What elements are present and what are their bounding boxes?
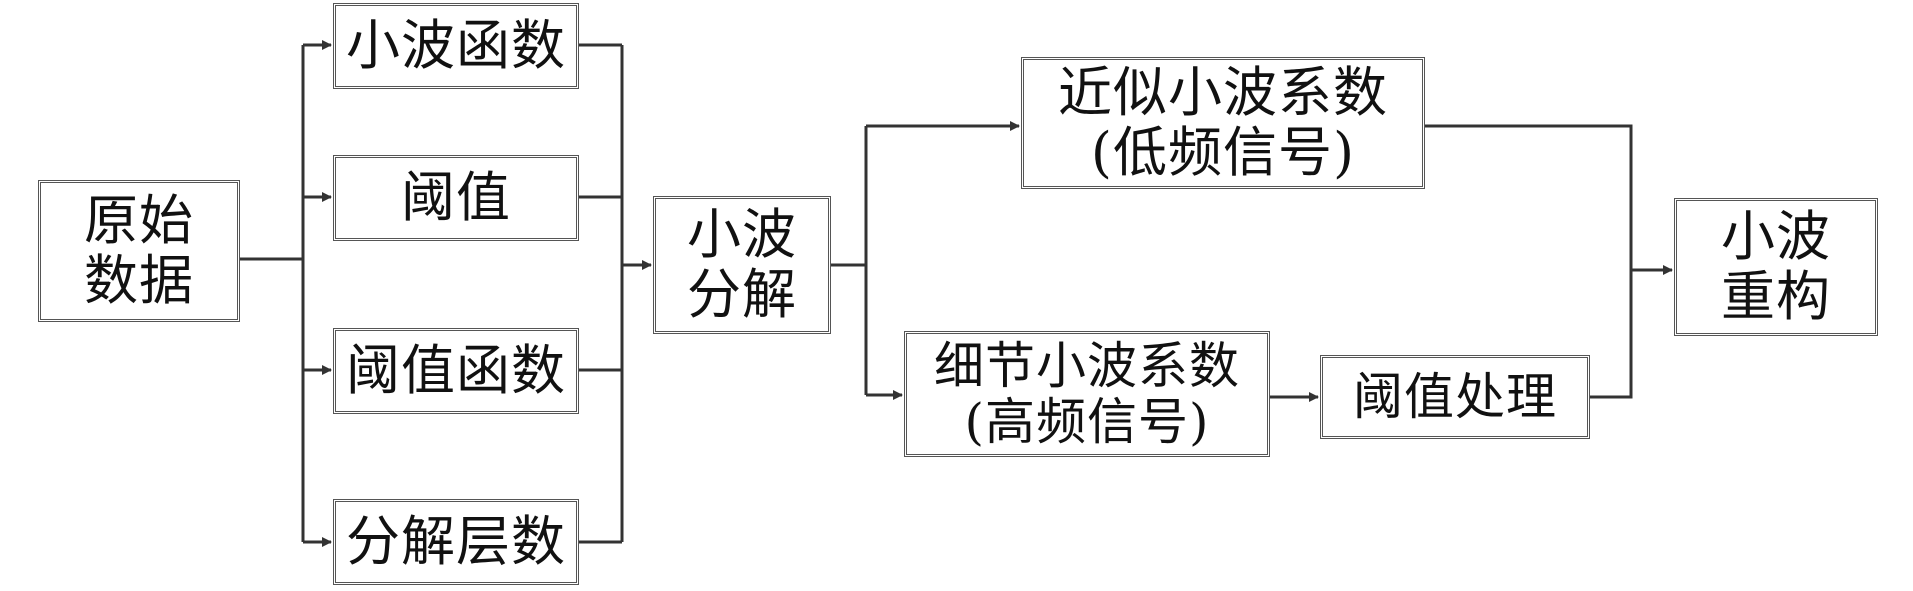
wavelet-function-label: 小波函数	[346, 13, 566, 77]
wavelet-reconstruction-label-line2: 重构	[1721, 265, 1831, 328]
threshold-label: 阈值	[401, 165, 511, 229]
wavelet-reconstruction-box: 小波 重构	[1674, 198, 1878, 336]
threshold-processing-box: 阈值处理	[1320, 355, 1590, 439]
wavelet-decomposition-label-line1: 小波	[687, 202, 797, 266]
approximation-coefficients-sublabel: (低频信号)	[1090, 121, 1356, 184]
approximation-coefficients-label: 近似小波系数	[1058, 60, 1388, 124]
wavelet-reconstruction-label-line1: 小波	[1721, 204, 1831, 268]
wavelet-function-box: 小波函数	[333, 3, 579, 89]
wavelet-decomposition-label-line2: 分解	[687, 263, 797, 326]
detail-coefficients-sublabel: (高频信号)	[964, 393, 1210, 451]
detail-coefficients-box: 细节小波系数 (高频信号)	[904, 331, 1270, 457]
raw-data-label-line1: 原始	[84, 188, 194, 252]
decomposition-levels-label: 分解层数	[346, 509, 566, 573]
detail-coefficients-label: 细节小波系数	[934, 337, 1240, 395]
threshold-box: 阈值	[333, 155, 579, 241]
connector-threshold-processing-to-recon	[1590, 270, 1633, 399]
approximation-coefficients-box: 近似小波系数 (低频信号)	[1021, 57, 1425, 189]
threshold-function-label: 阈值函数	[346, 338, 566, 402]
raw-data-label-line2: 数据	[84, 249, 194, 312]
connector-approximation-to-recon	[1425, 124, 1633, 270]
wavelet-decomposition-box: 小波 分解	[653, 196, 831, 334]
threshold-processing-label: 阈值处理	[1353, 368, 1557, 426]
raw-data-box: 原始 数据	[38, 180, 240, 322]
decomposition-levels-box: 分解层数	[333, 499, 579, 585]
threshold-function-box: 阈值函数	[333, 328, 579, 414]
